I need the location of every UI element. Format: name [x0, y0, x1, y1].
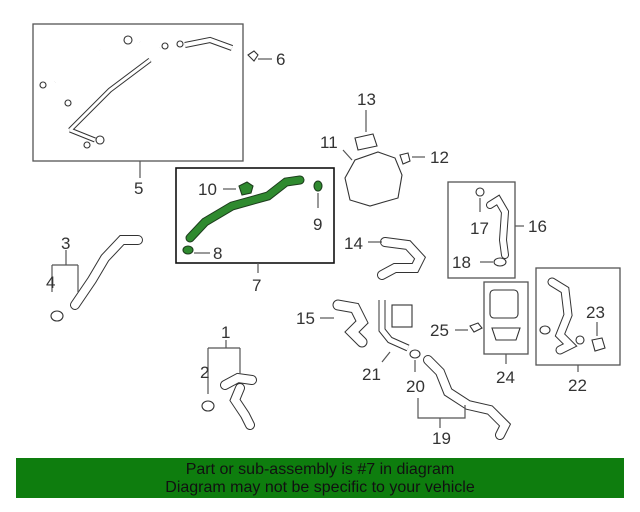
- callout-1: 1: [221, 323, 230, 342]
- part-group-19-20-21[interactable]: 21 20 19: [362, 300, 512, 448]
- part-group-22[interactable]: 23 22: [535, 267, 621, 395]
- callout-17: 17: [470, 219, 489, 238]
- callout-3: 3: [61, 234, 70, 253]
- clip-6: [247, 50, 259, 62]
- clamp-20: [409, 349, 421, 359]
- part-group-7-highlighted[interactable]: 10 8 9 7: [175, 167, 335, 295]
- callout-20: 20: [406, 377, 425, 396]
- part-group-1-2[interactable]: 1 2: [200, 323, 257, 430]
- clamp-5c: [95, 135, 105, 145]
- clamp-9: [313, 180, 323, 192]
- clamp-18: [493, 257, 507, 267]
- cap-13: [354, 133, 378, 151]
- valve-body: [391, 304, 413, 328]
- part-group-3-4[interactable]: 3 4: [46, 234, 143, 322]
- bolt-12: [399, 152, 411, 165]
- clamp-10: [238, 181, 254, 196]
- fitting-25: [469, 322, 483, 333]
- clamp-22a: [539, 325, 551, 335]
- banner-line-1: Part or sub-assembly is #7 in diagram: [185, 461, 455, 478]
- callout-6: 6: [276, 50, 285, 69]
- bracket-24: [491, 327, 521, 341]
- banner-line-2: Diagram may not be specific to your vehi…: [165, 479, 475, 496]
- callout-22: 22: [568, 376, 587, 395]
- leader-11: [342, 149, 353, 161]
- callout-25: 25: [430, 321, 449, 340]
- hose-15-inner: [333, 300, 368, 347]
- clamp-17: [475, 187, 485, 197]
- callout-21: 21: [362, 365, 381, 384]
- callout-5: 5: [134, 179, 143, 198]
- leader-3: [51, 250, 79, 292]
- callout-9: 9: [313, 215, 322, 234]
- group-5-frame: [32, 23, 244, 162]
- part-15[interactable]: 15: [296, 299, 369, 348]
- part-group-24[interactable]: 24: [483, 281, 529, 387]
- hose-5-lower-inner: [68, 58, 151, 142]
- callout-24: 24: [496, 368, 515, 387]
- clamp-2: [201, 400, 215, 412]
- leader-21: [381, 351, 391, 363]
- hose-3-inner: [71, 236, 142, 309]
- notice-banner: Part or sub-assembly is #7 in diagram Di…: [16, 458, 624, 498]
- hose-1-inner: [221, 373, 256, 429]
- callout-18: 18: [452, 253, 471, 272]
- pump-24: [489, 289, 519, 319]
- clamp-5b: [64, 99, 72, 107]
- clamp-5e: [161, 42, 169, 50]
- leader-19: [417, 398, 466, 428]
- clamp-5f: [176, 40, 184, 48]
- callout-10: 10: [198, 180, 217, 199]
- callout-19: 19: [432, 429, 451, 448]
- callout-13: 13: [357, 90, 376, 109]
- callout-4: 4: [46, 273, 55, 292]
- hose-7-fill: [186, 176, 304, 242]
- callout-14: 14: [344, 234, 363, 253]
- part-group-11-12-13[interactable]: 13 11 12: [320, 90, 449, 207]
- clamp-4: [50, 310, 64, 322]
- fitting-23: [591, 337, 606, 352]
- callout-15: 15: [296, 309, 315, 328]
- reservoir-11: [344, 151, 403, 207]
- hose-19-inner: [424, 356, 510, 439]
- callout-12: 12: [430, 148, 449, 167]
- callout-16: 16: [528, 217, 547, 236]
- part-group-16[interactable]: 17 18 16: [447, 181, 547, 279]
- clamp-5g: [83, 141, 91, 149]
- leader-1: [207, 340, 241, 394]
- clamp-5d: [123, 35, 133, 45]
- hose-5-right-inner: [184, 37, 233, 50]
- callout-2: 2: [200, 363, 209, 382]
- callout-23: 23: [586, 303, 605, 322]
- hose-14-inner: [378, 238, 425, 279]
- part-14[interactable]: 14: [344, 234, 427, 280]
- exploded-parts-diagram: 5 6 10 8 9 7 3 4 1 2: [32, 23, 621, 448]
- clamp-5a: [39, 81, 47, 89]
- hose-22-inner: [548, 278, 576, 354]
- callout-11: 11: [320, 133, 338, 152]
- part-6[interactable]: 6: [247, 50, 285, 69]
- clamp-22b: [575, 335, 585, 345]
- hose-17-inner: [487, 195, 509, 258]
- part-25[interactable]: 25: [430, 321, 483, 340]
- pipe-21-inner: [379, 300, 410, 351]
- callout-8: 8: [213, 244, 222, 263]
- part-group-5[interactable]: 5: [32, 23, 244, 198]
- group-7-frame: [175, 167, 335, 264]
- callout-7: 7: [252, 276, 261, 295]
- clamp-8: [182, 245, 194, 255]
